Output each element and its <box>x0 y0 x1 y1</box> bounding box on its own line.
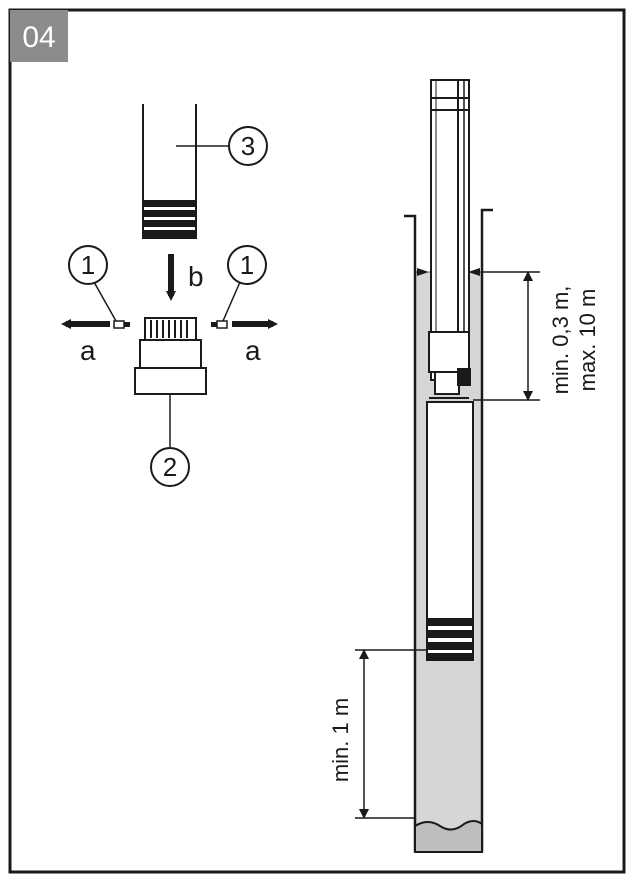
callout-leader-1-left <box>93 281 117 322</box>
pump-strainer-band-1 <box>427 618 473 626</box>
pump-body <box>426 401 474 661</box>
callout-number-3: 3 <box>241 131 255 161</box>
pump-strainer-band-2 <box>427 630 473 638</box>
screw-right <box>211 320 228 329</box>
arrow-a-left-label: a <box>80 335 96 366</box>
callout-number-1-right: 1 <box>240 250 254 280</box>
water-surface-tick-right <box>468 268 480 276</box>
step-tag <box>10 10 68 62</box>
arrow-a-right-label: a <box>245 335 261 366</box>
depth-dimension <box>473 271 540 401</box>
pump-head-part <box>142 104 197 239</box>
callout-circle-1-right <box>227 245 267 285</box>
pump-strainer-band-3 <box>427 642 473 650</box>
pump-outlet <box>428 331 470 373</box>
pump-strainer-band-4 <box>427 653 473 660</box>
callout-circle-2 <box>150 447 190 487</box>
figure-frame <box>8 8 626 874</box>
step-number: 04 <box>22 21 55 54</box>
callout-circle-1-left <box>68 245 108 285</box>
well-casing <box>404 208 493 852</box>
water-surface-tick-left <box>417 268 429 276</box>
callout-circle-3 <box>228 126 268 166</box>
bottom-clearance-label: min. 1 m <box>328 698 353 782</box>
callout-number-2: 2 <box>163 452 177 482</box>
cable-connector <box>457 368 471 386</box>
well-bottom <box>414 820 483 853</box>
callout-leader-1-right <box>222 281 241 322</box>
arrow-b-label: b <box>188 261 204 292</box>
depth-label-line2: max. 10 m <box>575 289 600 392</box>
callout-number-1-left: 1 <box>81 250 95 280</box>
pump-body-part <box>134 317 207 395</box>
bottom-clearance-dimension <box>355 649 427 819</box>
screw-left <box>113 320 130 329</box>
pump-coupling <box>434 371 460 395</box>
depth-label-line1: min. 0,3 m, <box>548 286 573 395</box>
riser-pipe <box>430 79 470 381</box>
